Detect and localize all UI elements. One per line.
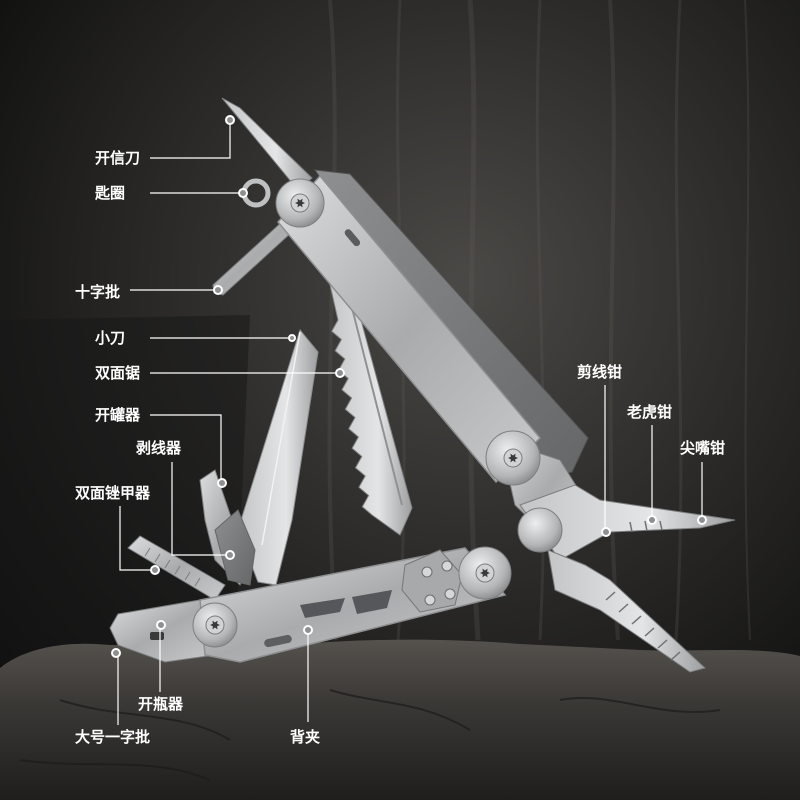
belt-clip-slot [264,634,292,648]
callout-bottle-opener: 开瓶器 [138,620,184,713]
lower-right-pivot-screw [475,563,495,583]
callout-knife: 小刀 [95,329,296,347]
callout-key-ring: 匙圈 [94,184,248,202]
callout-label: 十字批 [75,283,120,301]
marker-dot [335,368,345,378]
saw-spine-line [349,299,403,506]
callout-label: 开瓶器 [138,695,184,713]
callout-label: 剪线钳 [577,363,622,381]
rock-surface [0,639,800,800]
plier-upper-jaw [519,484,736,561]
callout-phillips-screwdriver: 十字批 [75,283,223,301]
callout-pliers: 老虎钳 [626,403,672,525]
wire-stripper-tool [214,509,256,586]
lower-left-pivot-screw [205,615,225,635]
upper-pivot-screw [290,193,310,213]
marker-dot [225,550,235,560]
upper-handle-slot [344,229,361,247]
marker-dot [213,285,223,295]
callout-label: 双面锉甲器 [75,484,151,502]
upper-handle-lower-pivot-screw [503,448,523,468]
callout-label: 开罐器 [95,406,141,424]
callout-label: 大号一字批 [75,728,150,746]
callout-label: 双面锯 [95,364,140,382]
callout-label: 匙圈 [94,184,125,202]
callout-label: 尖嘴钳 [680,439,725,457]
leader-line [119,506,151,571]
callout-large-flat-screwdriver: 大号一字批 [75,648,150,746]
callout-label: 小刀 [95,329,125,347]
letter-opener-blade [221,97,313,191]
marker-dot [647,515,657,525]
link-plate-rivets [421,560,456,606]
marker-dot [303,625,313,635]
callout-belt-clip: 背夹 [290,625,320,746]
file-tool [127,535,226,601]
lower-handle-cutout [352,590,392,614]
plier-pivot-boss [517,507,563,553]
callout-wire-cutter: 剪线钳 [577,363,622,537]
marker-dot [288,334,296,342]
callout-label: 老虎钳 [626,403,672,421]
marker-dot [601,527,611,537]
file-hatching [144,547,201,587]
leader-line [150,124,231,159]
saw-blade [327,274,413,536]
marker-dot [238,188,248,198]
leader-line [171,462,226,556]
callout-needle-nose-pliers: 尖嘴钳 [680,439,725,525]
callout-label: 剥线器 [136,439,182,457]
marker-dot [217,478,227,488]
bottle-opener-hole [150,632,164,640]
marker-dot [225,115,235,125]
plier-serrations [605,520,681,661]
knife-bevel [261,331,301,546]
marker-dot [150,565,160,575]
callout-saw: 双面锯 [95,364,345,382]
callout-can-opener: 开罐器 [95,406,227,488]
leader-line [150,414,222,479]
marker-dot [111,648,121,658]
lower-handle-cutout [300,598,345,618]
callout-label: 开信刀 [95,149,140,167]
rock-cracks [19,689,721,781]
callout-wire-stripper: 剥线器 [136,439,235,560]
marker-dot [156,620,166,630]
callout-label: 背夹 [290,728,320,746]
callout-letter-opener: 开信刀 [95,115,235,167]
callout-file: 双面锉甲器 [75,484,160,575]
marker-dot [697,515,707,525]
